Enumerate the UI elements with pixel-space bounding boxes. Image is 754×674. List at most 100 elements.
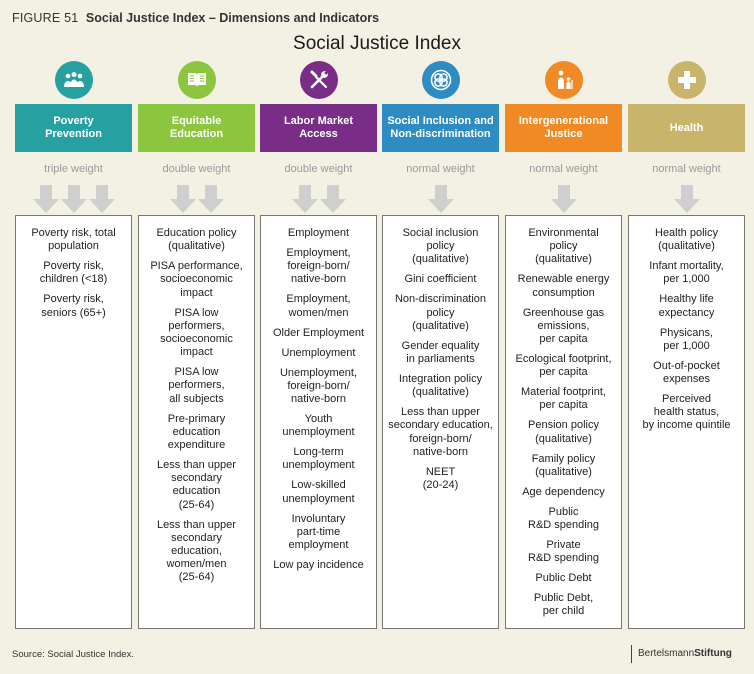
dimension-header: Poverty Prevention: [15, 104, 132, 152]
figure-label: FIGURE 51 Social Justice Index – Dimensi…: [12, 11, 379, 25]
indicator-item: PISA low performers, all subjects: [168, 366, 225, 405]
indicator-item: Infant mortality, per 1,000: [649, 260, 724, 286]
dimension-column: Intergenerational Justice normal weight: [505, 60, 622, 213]
linked-circles-icon: [421, 61, 460, 99]
open-book-icon: [177, 61, 216, 99]
indicator-item: Pre-primary education expenditure: [167, 412, 226, 452]
indicator-item: Long-term unemployment: [282, 446, 355, 472]
down-arrow-icon: [427, 185, 454, 213]
down-arrow-icon: [550, 185, 577, 213]
indicator-item: Employment, foreign-born/ native-born: [286, 247, 351, 286]
indicator-item: Education policy (qualitative): [156, 227, 237, 253]
down-arrow-icon: [197, 185, 224, 213]
indicator-item: Out-of-pocket expenses: [653, 359, 720, 386]
indicator-item: Greenhouse gas emissions, per capita: [522, 306, 605, 346]
weight-label: triple weight: [44, 163, 103, 175]
indicator-item: Unemployment, foreign-born/ native-born: [279, 366, 358, 406]
people-coins-icon: [54, 61, 93, 99]
indicator-item: Ecological footprint, per capita: [515, 353, 612, 379]
main-title: Social Justice Index: [293, 33, 461, 54]
indicator-item: Public Debt: [535, 572, 592, 585]
indicator-box: Social inclusion policy (qualitative) Gin…: [382, 215, 499, 629]
indicator-item: Public R&D spending: [528, 505, 599, 532]
indicator-item: Employment, women/men: [286, 293, 351, 319]
weight-arrows: [15, 185, 132, 213]
dimension-header: Labor Market Access: [260, 104, 377, 152]
weight-arrows: [260, 185, 377, 213]
indicator-item: Unemployment: [281, 346, 356, 359]
down-arrow-icon: [291, 185, 318, 213]
weight-arrows: [138, 185, 255, 213]
weight-label: normal weight: [529, 163, 598, 175]
indicator-item: Physicans, per 1,000: [659, 326, 714, 352]
indicator-item: Family policy (qualitative): [531, 452, 596, 478]
indicator-item: Non-discrimination policy (qualitative): [394, 293, 487, 332]
indicator-item: NEET (20-24): [422, 465, 459, 492]
weight-label: double weight: [162, 163, 231, 175]
indicator-box: Environmental policy (qualitative) Renewa…: [505, 215, 622, 629]
weight-arrows: [382, 185, 499, 213]
logo-part-1: Bertelsmann: [638, 648, 695, 659]
indicator-item: PISA low performers, socioeconomic impac…: [160, 306, 233, 359]
indicator-item: Public Debt, per child: [533, 592, 594, 618]
indicator-item: Involuntary part-time employment: [288, 512, 349, 552]
indicator-item: Perceived health status, by income quint…: [642, 393, 731, 432]
indicator-item: Gini coefficient: [404, 273, 477, 286]
figure-number: FIGURE 51: [12, 11, 79, 25]
indicator-item: Material footprint, per capita: [521, 386, 606, 412]
dimension-column: Equitable Education double weight: [138, 60, 255, 213]
weight-label: normal weight: [652, 163, 721, 175]
indicator-item: Poverty risk, total population: [31, 227, 116, 253]
down-arrow-icon: [60, 185, 87, 213]
down-arrow-icon: [88, 185, 115, 213]
indicator-item: Low-skilled unemployment: [282, 479, 355, 505]
indicator-item: Environmental policy (qualitative): [528, 227, 599, 266]
indicator-item: PISA performance, socioeconomic impact: [150, 260, 243, 299]
bertelsmann-logo: BertelsmannStiftung: [631, 645, 732, 663]
indicator-item: Older Employment: [272, 326, 365, 339]
dimension-column: Poverty Prevention triple weight: [15, 60, 132, 213]
indicator-item: Youth unemployment: [282, 413, 355, 439]
down-arrow-icon: [673, 185, 700, 213]
indicator-item: Integration policy (qualitative): [398, 373, 483, 399]
indicator-item: Health policy (qualitative): [655, 227, 718, 253]
down-arrow-icon: [319, 185, 346, 213]
indicator-box: Health policy (qualitative) Infant mortal…: [628, 215, 745, 629]
indicator-item: Age dependency: [522, 485, 605, 498]
indicator-item: Social inclusion policy (qualitative): [402, 227, 479, 266]
indicator-item: Poverty risk, seniors (65+): [41, 293, 106, 319]
medical-cross-icon: [667, 61, 706, 99]
logo-part-2: Stiftung: [694, 648, 732, 659]
indicator-item: Gender equality in parliaments: [401, 339, 480, 366]
generations-icon: [544, 61, 583, 99]
dimension-header: Social Inclusion and Non-discrimination: [382, 104, 499, 152]
indicator-item: Renewable energy consumption: [517, 273, 610, 299]
down-arrow-icon: [169, 185, 196, 213]
down-arrow-icon: [32, 185, 59, 213]
indicator-item: Private R&D spending: [528, 539, 599, 565]
source-note: Source: Social Justice Index.: [12, 649, 134, 660]
indicator-item: Less than upper secondary education, for…: [388, 406, 493, 458]
dimension-column: Health normal weight: [628, 60, 745, 213]
wrench-screwdriver-icon: [299, 61, 338, 99]
indicator-item: Less than upper secondary education (25-…: [157, 459, 236, 511]
indicator-item: Less than upper secondary education, wom…: [157, 518, 236, 584]
dimension-column: Social Inclusion and Non-discrimination n…: [382, 60, 499, 213]
indicator-item: Employment: [287, 227, 350, 239]
indicator-item: Healthy life expectancy: [658, 293, 715, 319]
dimension-header: Equitable Education: [138, 104, 255, 152]
dimension-column: Labor Market Access double weight: [260, 60, 377, 213]
weight-label: double weight: [284, 163, 353, 175]
dimension-header: Health: [628, 104, 745, 152]
indicator-item: Low pay incidence: [273, 559, 364, 572]
weight-label: normal weight: [406, 163, 475, 175]
figure-title: Social Justice Index – Dimensions and In…: [85, 11, 380, 25]
indicator-item: Pension policy (qualitative): [528, 419, 599, 445]
indicator-box: Education policy (qualitative) PISA perfo…: [138, 215, 255, 629]
weight-arrows: [505, 185, 622, 213]
indicator-item: Poverty risk, children (<18): [39, 260, 108, 286]
dimension-header: Intergenerational Justice: [505, 104, 622, 152]
weight-arrows: [628, 185, 745, 213]
